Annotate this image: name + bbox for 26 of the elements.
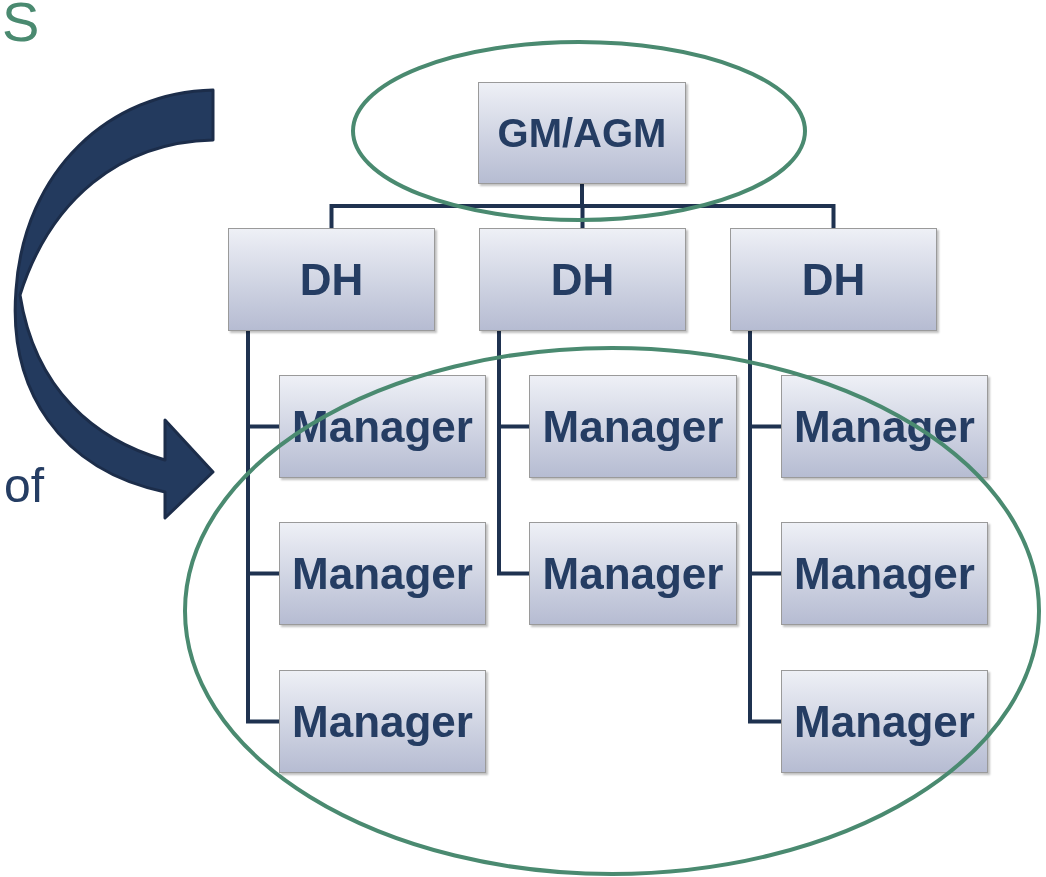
slide-text: S — [2, 0, 40, 50]
connector-line — [246, 331, 279, 724]
org-box — [279, 670, 486, 773]
org-box — [529, 375, 737, 478]
box-title: Manager — [292, 699, 473, 744]
org-box — [228, 228, 435, 331]
org-box — [529, 522, 737, 625]
org-box — [781, 522, 988, 625]
box-title: Manager — [794, 699, 975, 744]
box-title: Manager — [542, 551, 724, 596]
connector-line — [497, 331, 529, 576]
slide-text: of — [4, 462, 45, 510]
org-box — [478, 82, 686, 184]
box-title: GM/AGM — [497, 113, 667, 153]
box-title: DH — [801, 257, 866, 302]
connector-line — [748, 331, 781, 724]
org-box — [781, 670, 988, 773]
box-title: DH — [299, 257, 364, 302]
org-box — [279, 522, 486, 625]
box-title: Manager — [542, 404, 724, 449]
org-box — [479, 228, 686, 331]
box-title: DH — [550, 257, 615, 302]
box-title: Manager — [794, 551, 975, 596]
connector-line — [580, 184, 836, 228]
org-box — [730, 228, 937, 331]
box-title: Manager — [292, 551, 473, 596]
